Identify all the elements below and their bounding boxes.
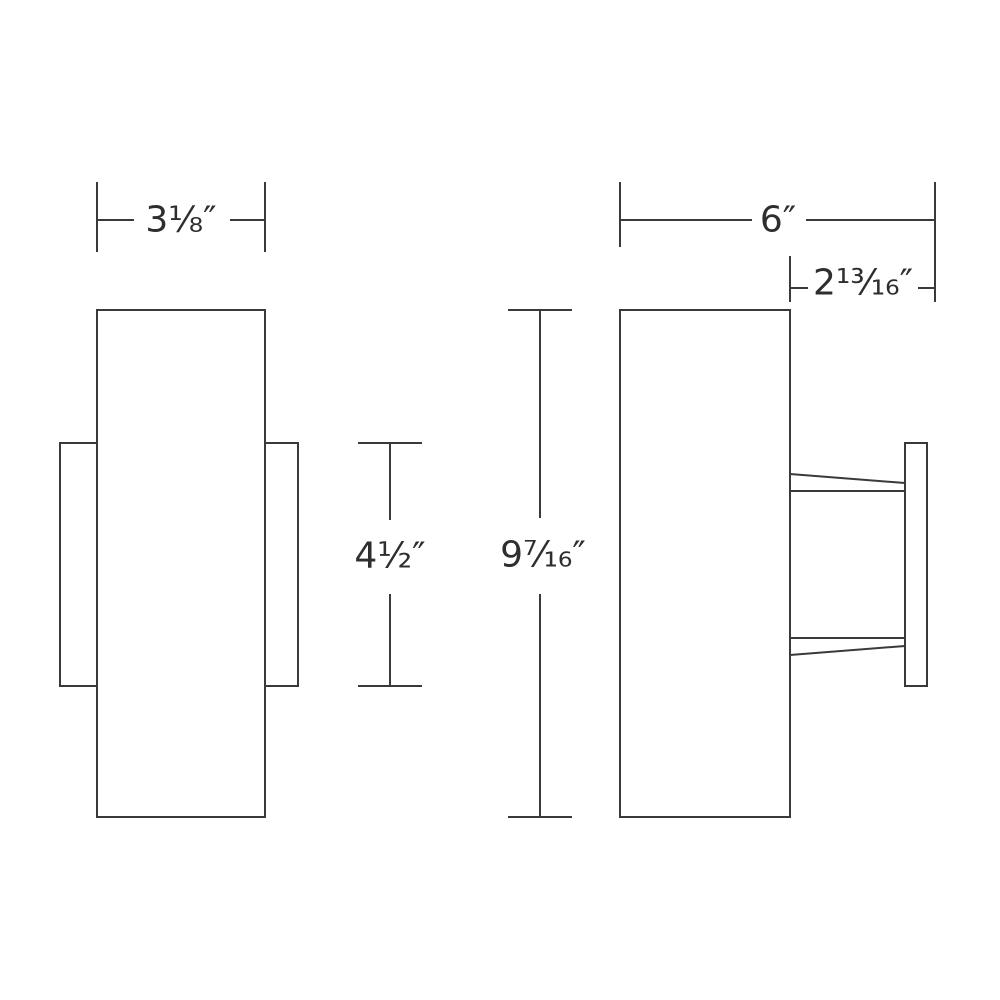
dimension-arm-projection: 2¹³⁄₁₆″ xyxy=(789,256,935,304)
front-cylinder-body xyxy=(96,309,266,818)
side-wall-plate xyxy=(904,442,928,687)
front-view xyxy=(59,309,299,818)
side-cylinder-body xyxy=(619,309,791,818)
dimension-label-front-width: 3⅛″ xyxy=(145,200,216,241)
dimension-label-overall-height: 9⁷⁄₁₆″ xyxy=(500,535,586,576)
dimension-label-backplate-height: 4½″ xyxy=(354,536,425,577)
dimension-overall-height: 9⁷⁄₁₆″ xyxy=(500,309,586,818)
mount-arm-bottom-lower-edge xyxy=(789,645,906,656)
front-backplate-left-tab xyxy=(59,442,98,687)
dimension-side-depth: 6″ xyxy=(619,182,936,302)
front-backplate-right-tab xyxy=(264,442,299,687)
side-view xyxy=(619,309,928,818)
dimension-label-arm-projection: 2¹³⁄₁₆″ xyxy=(813,263,913,304)
dimension-backplate-height: 4½″ xyxy=(354,442,426,687)
dimension-front-width: 3⅛″ xyxy=(96,182,266,252)
mount-arm-top-upper-edge xyxy=(789,473,906,484)
dimension-label-side-depth: 6″ xyxy=(760,200,796,241)
